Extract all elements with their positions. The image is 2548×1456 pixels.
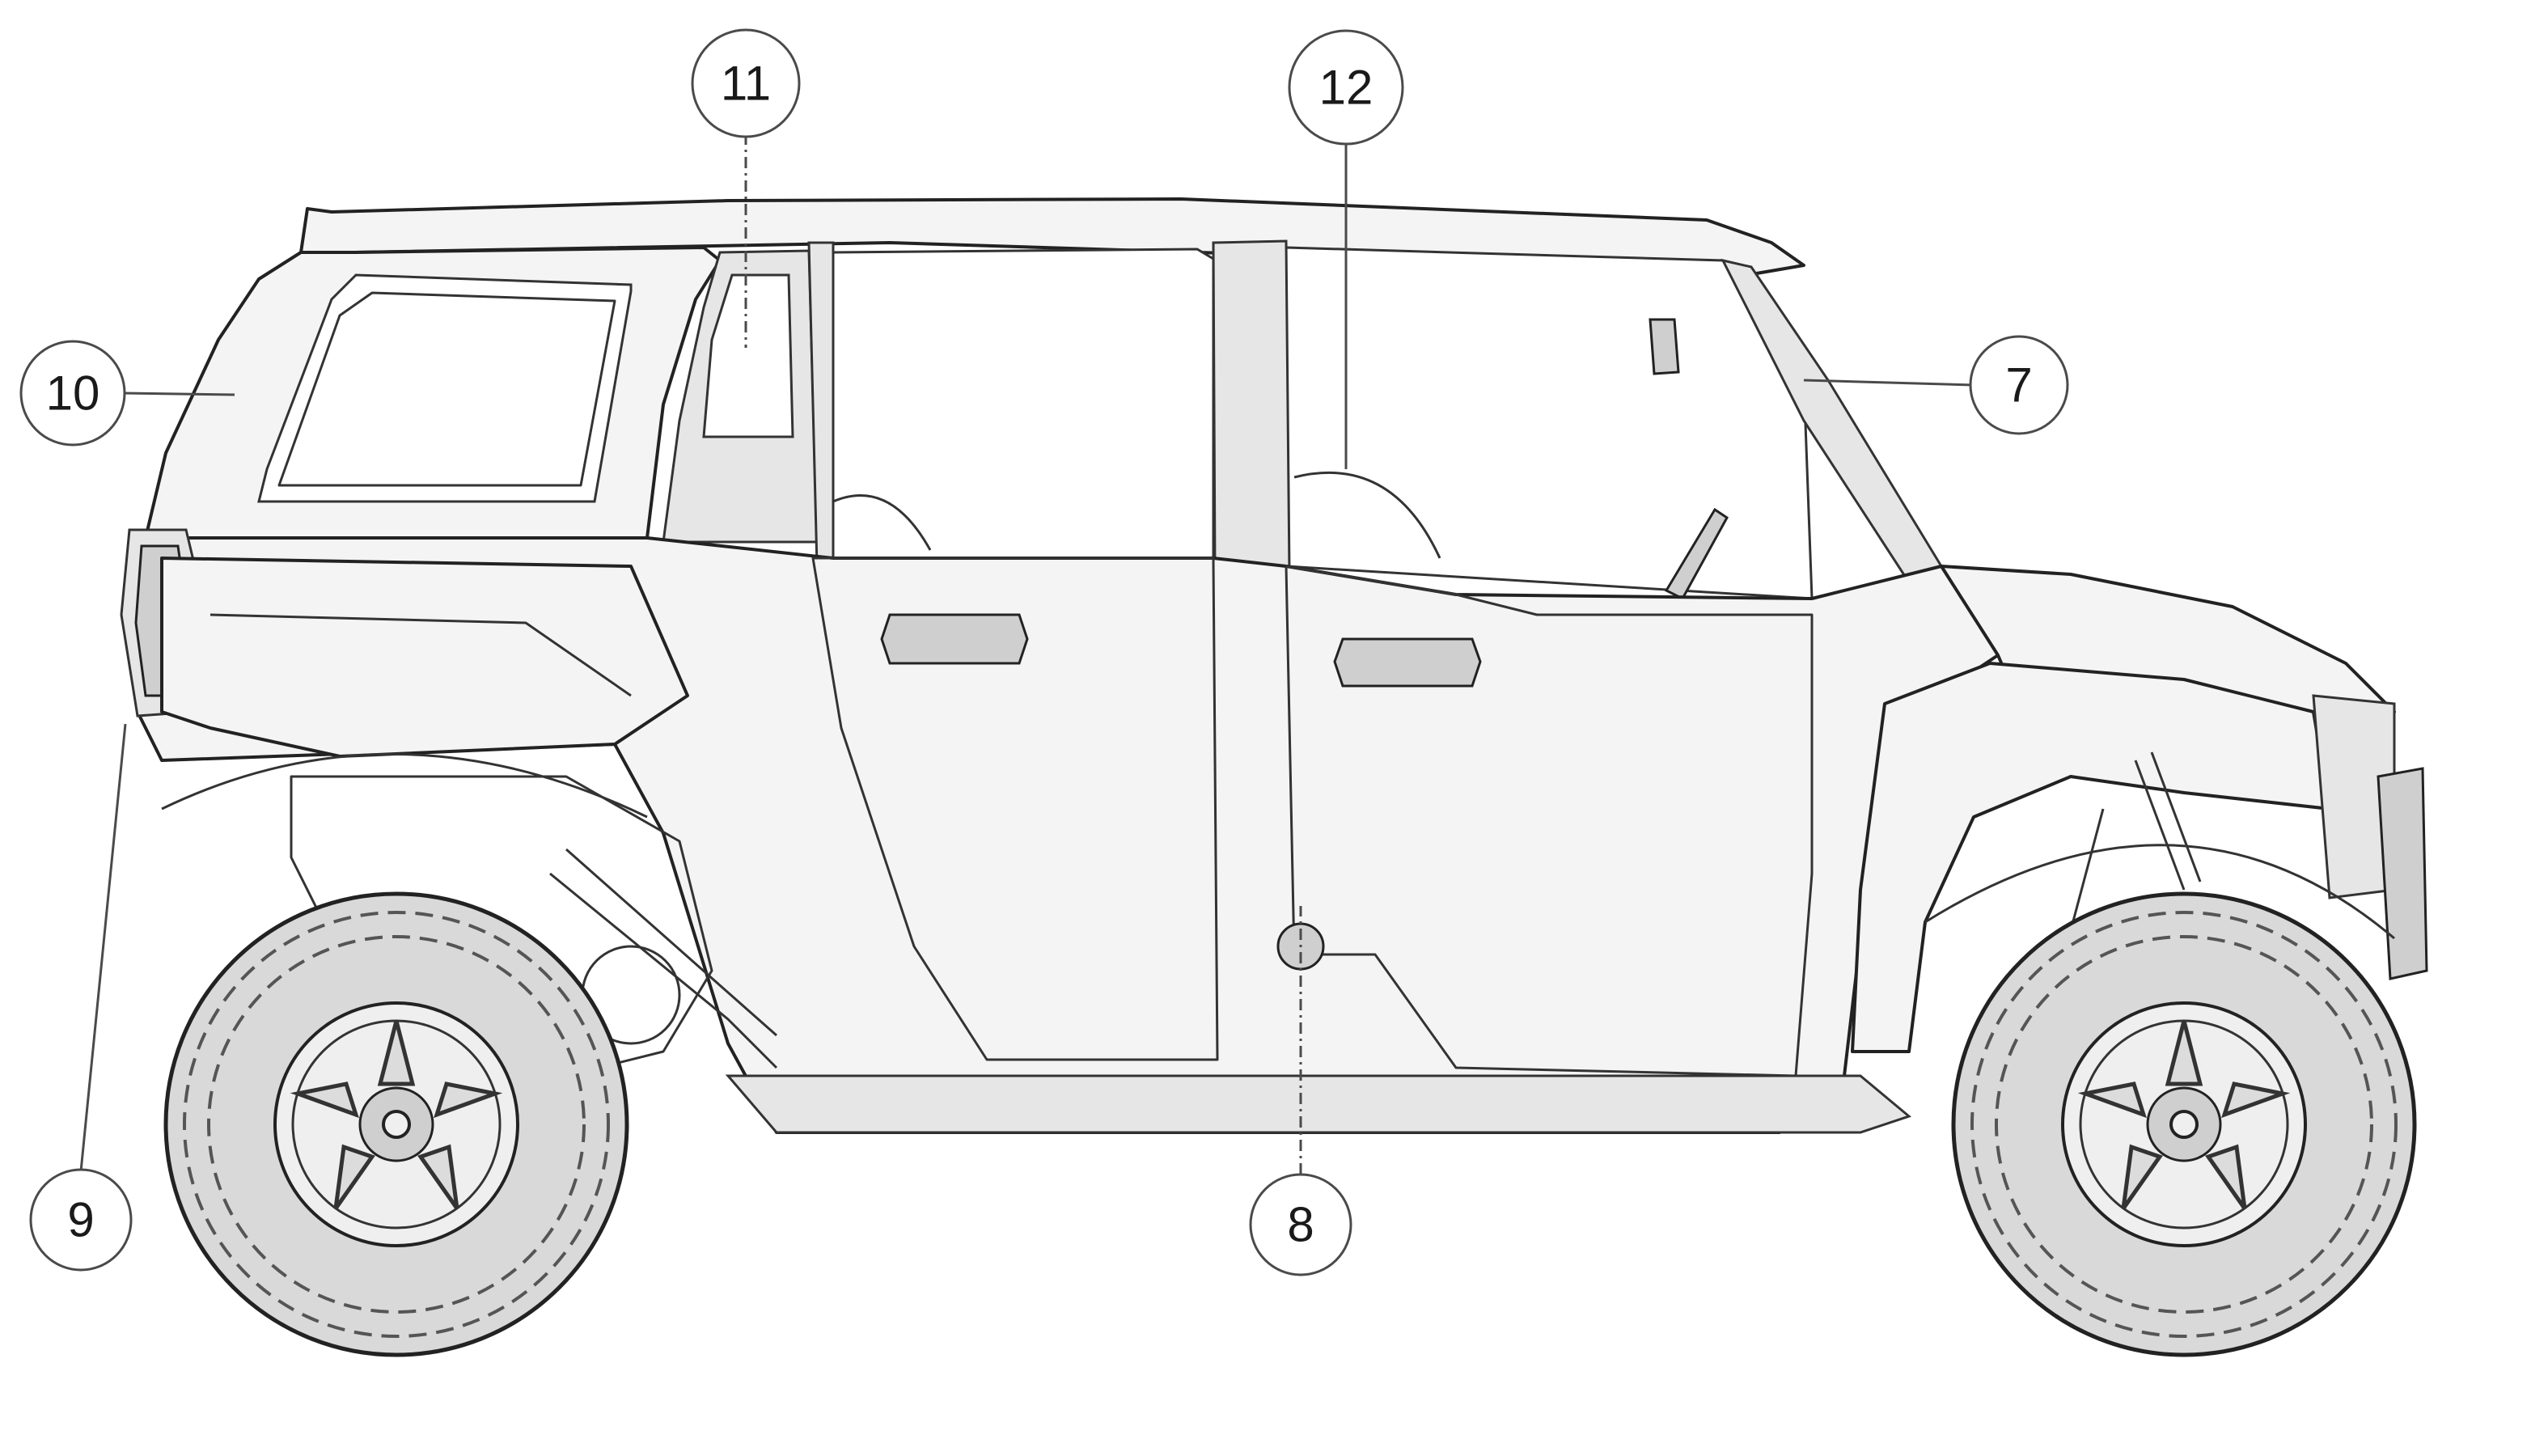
callout-12-label: 12	[1319, 61, 1373, 115]
front-shock	[2069, 751, 2202, 931]
vehicle-illustration	[120, 197, 2428, 1357]
callout-7-label: 7	[2005, 358, 2032, 413]
front-seat-outline	[1293, 471, 1441, 559]
rear-fender-crease	[210, 613, 632, 697]
rear-trailing-arm	[549, 848, 778, 1069]
rocker-rail	[725, 1074, 1912, 1134]
leader-7	[1803, 379, 1974, 387]
callout-7: 7	[1969, 335, 2069, 435]
rear-door-panel	[811, 557, 1219, 1061]
front-bumper	[2377, 767, 2428, 980]
callout-8: 8	[1249, 1173, 1352, 1276]
rear-side-window	[257, 273, 633, 503]
rear-wheel	[163, 891, 629, 1357]
rear-wheel-arch	[161, 753, 648, 819]
callout-11: 11	[691, 28, 801, 138]
front-fender-flare	[1851, 662, 2331, 1053]
side-mirror	[1649, 318, 1680, 375]
rear-door-handle	[880, 613, 1029, 665]
callout-10-label: 10	[46, 366, 100, 421]
front-wheel	[1951, 891, 2417, 1357]
front-wheel-arch	[1924, 844, 2395, 940]
rear-side-window-inner	[277, 291, 616, 487]
front-door-panel	[1285, 565, 1814, 1077]
rear-seat-outline	[832, 494, 932, 551]
leader-lines	[79, 110, 1974, 1175]
b-pillar-window	[702, 273, 794, 438]
callout-8-label: 8	[1287, 1198, 1314, 1252]
callout-10: 10	[19, 340, 126, 447]
callout-12: 12	[1288, 29, 1404, 146]
callouts: 11 12 10 7 9 8	[19, 28, 2069, 1276]
callout-9: 9	[29, 1168, 133, 1272]
callout-11-label: 11	[721, 57, 771, 111]
front-door-window	[1285, 246, 1814, 600]
leader-9	[79, 723, 127, 1172]
front-door-handle	[1333, 637, 1482, 688]
rear-fender	[160, 557, 689, 758]
callout-9-label: 9	[67, 1193, 94, 1247]
rear-door-window	[832, 248, 1215, 560]
leader-10	[122, 392, 235, 396]
